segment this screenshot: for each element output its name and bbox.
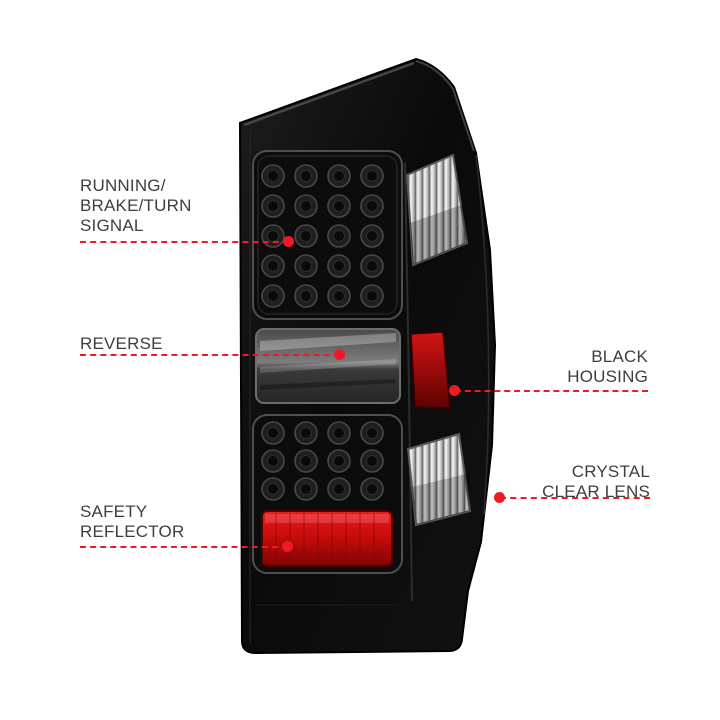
label-line: SAFETY — [80, 502, 148, 521]
callout-leader-safety-reflector — [80, 546, 288, 548]
callout-dot-running-brake-turn-signal — [283, 236, 294, 247]
callout-leader-black-housing — [455, 390, 648, 392]
label-line: REFLECTOR — [80, 522, 185, 541]
callout-dot-reverse — [334, 349, 345, 360]
callout-leader-running-brake-turn-signal — [80, 241, 289, 243]
callout-label-black-housing: BLACK HOUSING — [567, 347, 648, 387]
safety-reflector-lens — [261, 510, 393, 567]
label-line: HOUSING — [567, 367, 648, 386]
callout-dot-black-housing — [449, 385, 460, 396]
callout-leader-crystal-clear-lens — [500, 497, 650, 499]
callout-dot-safety-reflector — [282, 541, 293, 552]
callout-label-safety-reflector: SAFETY REFLECTOR — [80, 502, 184, 542]
callout-label-reverse: REVERSE — [80, 334, 163, 354]
red-side-marker — [410, 331, 451, 409]
crystal-clear-side-lens-lower — [406, 432, 472, 527]
crystal-clear-side-lens-upper — [405, 153, 469, 267]
label-line: RUNNING/ — [80, 176, 166, 195]
callout-leader-reverse — [80, 354, 340, 356]
label-line: BLACK — [591, 347, 648, 366]
reverse-lens — [255, 328, 401, 404]
label-line: SIGNAL — [80, 216, 144, 235]
label-line: CLEAR LENS — [542, 482, 650, 501]
callout-label-crystal-clear-lens: CRYSTAL CLEAR LENS — [542, 462, 650, 502]
led-array-top — [252, 150, 403, 320]
callout-label-running-brake-turn-signal: RUNNING/ BRAKE/TURN SIGNAL — [80, 176, 192, 236]
housing-contours — [243, 60, 490, 643]
label-line: BRAKE/TURN — [80, 196, 192, 215]
callout-dot-crystal-clear-lens — [494, 492, 505, 503]
label-line: REVERSE — [80, 334, 163, 353]
label-line: CRYSTAL — [571, 462, 650, 481]
tail-light-illustration — [238, 57, 497, 655]
